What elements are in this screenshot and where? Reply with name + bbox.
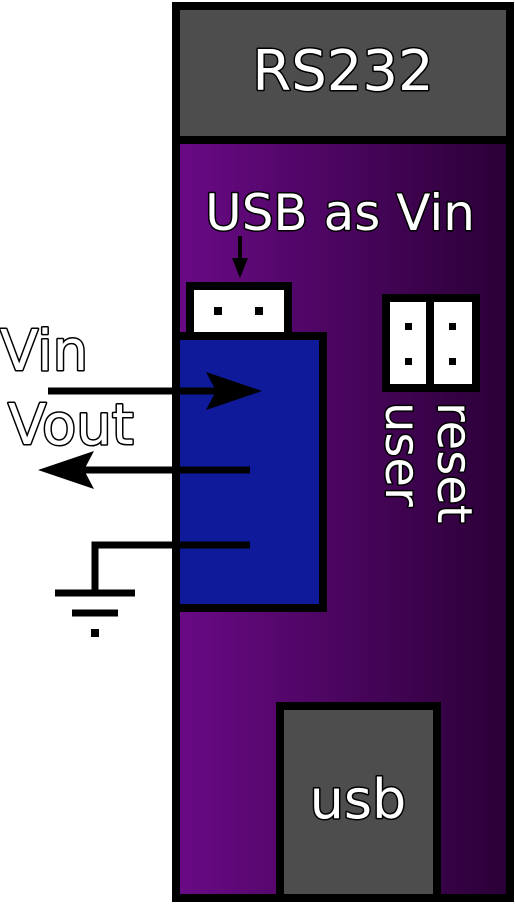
usb-as-vin-label: USB as Vin bbox=[205, 184, 475, 242]
vin-label: Vin bbox=[0, 319, 88, 384]
usb-as-vin-pointer-arrow bbox=[232, 236, 248, 278]
usb-vin-jumper bbox=[186, 282, 292, 340]
vout-arrow-left-icon bbox=[38, 451, 250, 489]
vin-arrow-right-icon bbox=[48, 372, 262, 410]
rs232-connector: RS232 bbox=[172, 2, 514, 144]
reset-user-jumpers bbox=[382, 294, 480, 392]
reset-label: reset bbox=[426, 402, 482, 524]
ground-symbol-icon bbox=[55, 589, 135, 637]
vout-label: Vout bbox=[8, 393, 134, 458]
user-label: user bbox=[374, 402, 430, 507]
usb-port: usb bbox=[276, 702, 441, 902]
rs232-label: RS232 bbox=[252, 39, 433, 104]
usb-port-label: usb bbox=[310, 768, 407, 831]
ground-wire bbox=[91, 541, 250, 593]
